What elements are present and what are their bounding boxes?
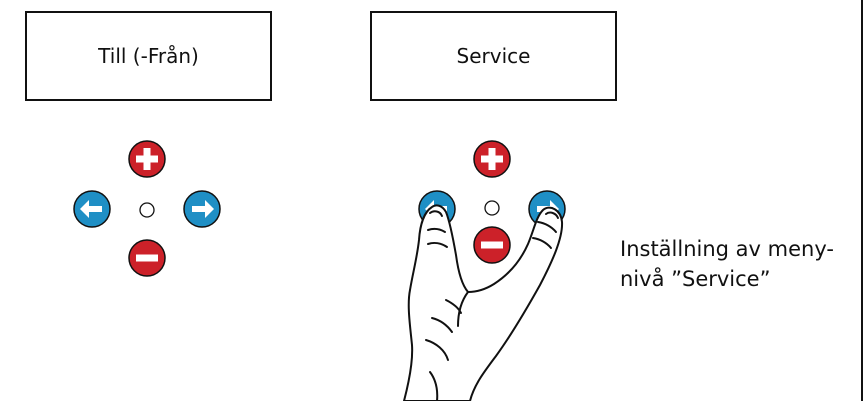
arrow-left-icon [73, 190, 111, 228]
plus-icon [473, 140, 511, 178]
page-frame-line [861, 0, 863, 401]
keypad-left [73, 140, 221, 277]
display-panel-on-off: Till (-Från) [25, 11, 272, 101]
display-label-on-off: Till (-Från) [98, 44, 199, 68]
arrow-right-icon [183, 190, 221, 228]
caption-text: Inställning av meny- nivå ”Service” [620, 237, 834, 291]
display-label-service: Service [456, 44, 531, 68]
center-dot-icon [484, 200, 500, 216]
minus-icon [128, 239, 166, 277]
keypad-right [418, 140, 566, 264]
plus-icon [128, 140, 166, 178]
center-dot-icon [139, 202, 155, 218]
minus-icon [473, 226, 511, 264]
display-panel-service: Service [370, 11, 617, 101]
hand-icon [403, 204, 564, 401]
